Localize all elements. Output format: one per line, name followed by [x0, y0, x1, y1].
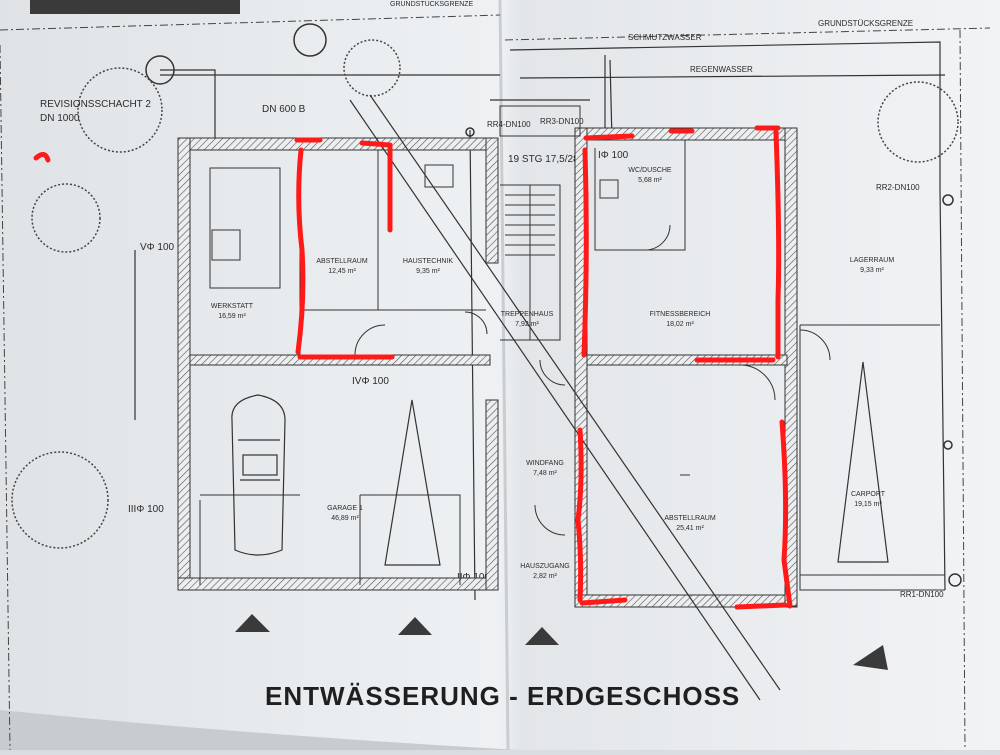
- pipe-label-schmutzwasser: SCHMUTZWASSER: [628, 33, 702, 42]
- orientation-triangles: [235, 614, 888, 670]
- diagonal-line: [349, 99, 761, 701]
- room-name: ABSTELLRAUM: [664, 515, 716, 522]
- room-name: HAUSZUGANG: [520, 563, 569, 570]
- room-name: LAGERRAUM: [850, 257, 895, 264]
- room-area: 7,48 m²: [533, 470, 557, 477]
- paper-fold: [498, 0, 510, 751]
- room-area: 5,68 m²: [638, 177, 662, 184]
- room-area: 16,59 m²: [218, 313, 246, 320]
- revision-label-line1: REVISIONSSCHACHT 2: [40, 99, 151, 110]
- room-area: 9,35 m²: [416, 268, 440, 275]
- diagonal-line-2: [369, 94, 781, 691]
- boundary-label-right: GRUNDSTÜCKSGRENZE: [818, 19, 913, 28]
- pipe-label-rr2: RR2-DN100: [876, 183, 920, 192]
- pipe-label-v100: VΦ 100: [140, 242, 175, 253]
- manhole-shafts: [145, 23, 962, 587]
- trees: [11, 39, 959, 549]
- room-labels: WERKSTATT 16,59 m² ABSTELLRAUM 12,45 m² …: [211, 167, 894, 580]
- pipe-label-iv100: IVΦ 100: [352, 376, 389, 387]
- room-area: 12,45 m²: [328, 268, 356, 275]
- room-name: ABSTELLRAUM: [316, 258, 368, 265]
- room-area: 18,02 m²: [666, 321, 694, 328]
- pipe-label-rr3: RR3-DN100: [540, 117, 584, 126]
- room-name: HAUSTECHNIK: [403, 258, 454, 265]
- top-dark-block: [30, 0, 240, 14]
- room-name: CARPORT: [851, 491, 886, 498]
- revision-label-line2: DN 1000: [40, 113, 80, 124]
- pipe-label-dn600: DN 600 B: [262, 104, 306, 115]
- building-walls: [177, 105, 798, 608]
- room-area: 2,82 m²: [533, 573, 557, 580]
- pipe-label-iii100: IIIΦ 100: [128, 504, 164, 515]
- boundary-label-left: GRUNDSTÜCKSGRENZE: [390, 0, 474, 8]
- room-area: 7,92 m²: [515, 321, 539, 328]
- room-name: WINDFANG: [526, 460, 564, 467]
- drawing-title: ENTWÄSSERUNG - ERDGESCHOSS: [265, 681, 740, 711]
- room-name: WERKSTATT: [211, 303, 254, 310]
- pipe-label-i100: IΦ 100: [598, 150, 629, 161]
- red-markup: [33, 125, 793, 610]
- room-area: 9,33 m²: [860, 267, 884, 274]
- stair-label: 19 STG 17,5/28: [508, 154, 579, 165]
- room-area: 25,41 m²: [676, 525, 704, 532]
- room-name: GARAGE 1: [327, 505, 363, 512]
- pipe-label-regenwasser: REGENWASSER: [690, 65, 753, 74]
- pipe-label-rr1: RR1-DN100: [900, 590, 944, 599]
- property-boundary: [0, 14, 991, 751]
- paper-shadow: [0, 710, 520, 750]
- door-swings: [354, 224, 831, 536]
- pipe-label-rr4: RR4-DN100: [487, 120, 531, 129]
- room-name: FITNESSBEREICH: [650, 311, 711, 318]
- room-area: 19,15 m²: [854, 501, 882, 508]
- room-area: 46,89 m²: [331, 515, 359, 522]
- room-name: TREPPENHAUS: [501, 311, 554, 318]
- parking-markings: [231, 361, 889, 566]
- room-name: WC/DUSCHE: [628, 167, 671, 174]
